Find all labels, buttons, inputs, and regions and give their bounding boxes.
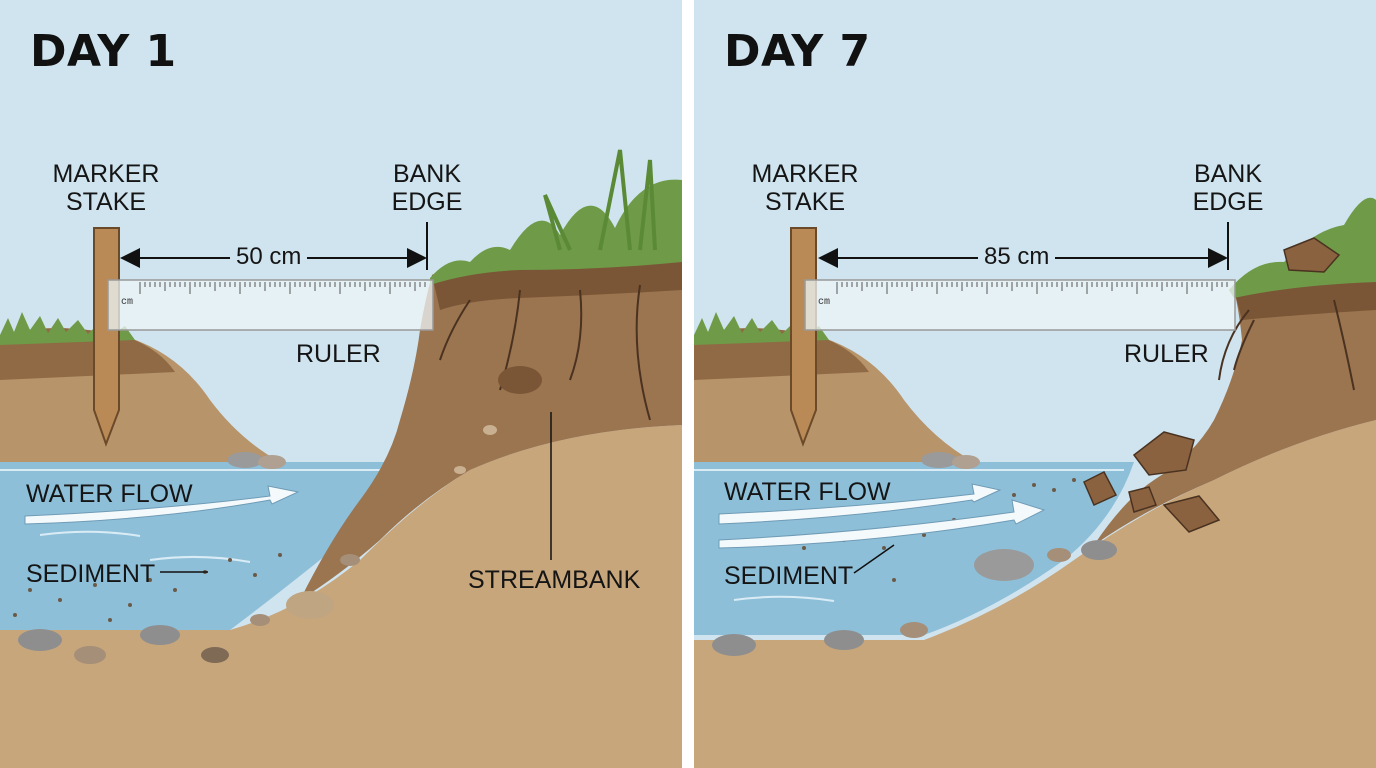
- marker-stake-label-line-1: MARKER: [751, 160, 859, 188]
- ruler-unit-label: cm: [818, 297, 831, 308]
- panel-title: DAY 7: [724, 26, 871, 77]
- fallen-soil-clods: [1083, 237, 1341, 533]
- ruler-label: RULER: [296, 340, 381, 368]
- marker-stake-label: MARKER STAKE: [749, 160, 861, 216]
- panel-title: DAY 1: [30, 26, 177, 77]
- ruler-ticks: [139, 282, 426, 294]
- panel-day-7: DAY 7 MARKER STAKE BANK EDGE 85 cm cm RU…: [694, 0, 1376, 768]
- marker-stake-label-line-2: STAKE: [65, 188, 147, 216]
- sediment-label: SEDIMENT: [724, 562, 854, 590]
- sediment-leader: [853, 544, 895, 574]
- sediment-label: SEDIMENT: [26, 560, 156, 588]
- stream-water: [0, 462, 390, 630]
- water-flow-label: WATER FLOW: [724, 478, 891, 506]
- water-flow-arrow: [718, 483, 1002, 525]
- bank-edge-label-line-2: EDGE: [1192, 188, 1264, 216]
- distance-label: 50 cm: [230, 243, 308, 271]
- day-1-scene: [0, 0, 682, 768]
- ruler-label: RULER: [1124, 340, 1209, 368]
- streambank-label: STREAMBANK: [468, 566, 641, 594]
- water-flow-label: WATER FLOW: [26, 480, 193, 508]
- marker-stake: [93, 227, 120, 447]
- sediment-particles: [13, 553, 282, 622]
- day-7-scene: [694, 0, 1376, 768]
- marker-stake-label: MARKER STAKE: [50, 160, 162, 216]
- marker-stake-label-line-2: STAKE: [764, 188, 846, 216]
- roots: [439, 284, 651, 421]
- water-flow-arrow: [24, 485, 300, 525]
- marker-stake: [790, 227, 817, 447]
- ruler-unit-label: cm: [121, 297, 134, 308]
- pebbles: [18, 366, 542, 664]
- water-flow-arrow-2: [718, 499, 1046, 549]
- roots: [1218, 299, 1355, 391]
- streambank: [1094, 278, 1376, 545]
- ruler: [804, 279, 1236, 331]
- panel-divider: [682, 0, 694, 768]
- ruler-ticks: [836, 282, 1228, 294]
- ruler: [107, 279, 434, 331]
- distance-label: 85 cm: [978, 243, 1056, 271]
- bank-edge-label: BANK EDGE: [388, 160, 466, 216]
- riverbed: [0, 425, 682, 768]
- bank-edge-label-line-1: BANK: [392, 160, 462, 188]
- streambank: [300, 250, 682, 600]
- bank-edge-label: BANK EDGE: [1189, 160, 1267, 216]
- bank-edge-label-line-2: EDGE: [391, 188, 463, 216]
- bank-edge-label-line-1: BANK: [1193, 160, 1263, 188]
- panel-day-1: DAY 1 MARKER STAKE BANK EDGE 50 cm cm RU…: [0, 0, 682, 768]
- pebbles: [712, 452, 1117, 656]
- marker-stake-label-line-1: MARKER: [52, 160, 160, 188]
